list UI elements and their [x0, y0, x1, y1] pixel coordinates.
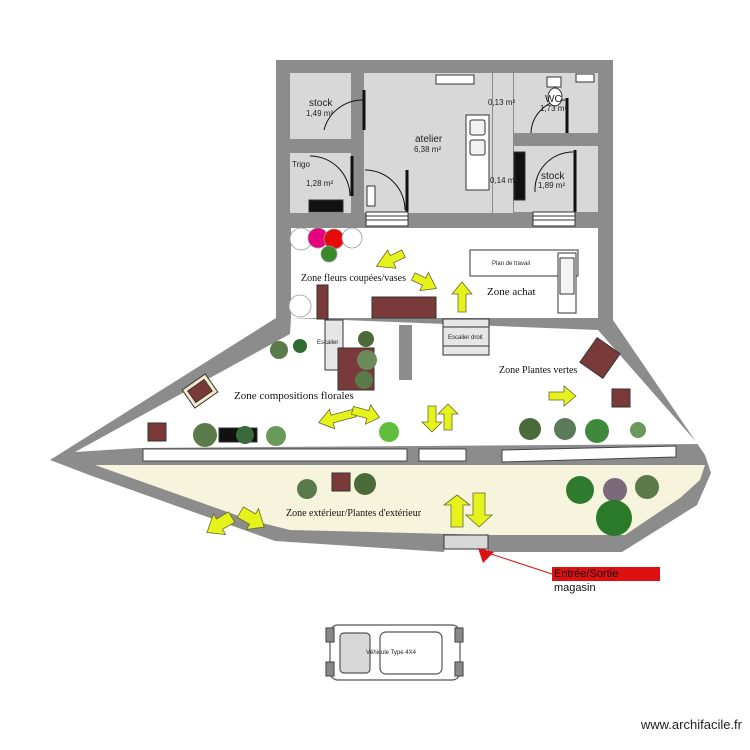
doors	[309, 90, 577, 212]
room-atelier-name: atelier	[415, 134, 443, 145]
room-atelier-area: 6,38 m²	[414, 145, 441, 154]
entry-marker	[478, 548, 556, 576]
zone-achat-label: Zone achat	[487, 286, 536, 298]
room-stock2-area: 1,89 m²	[538, 181, 565, 190]
plan-travail-label: Plan de travail	[492, 261, 530, 267]
zone-exterieur-label: Zone extérieur/Plantes d'extérieur	[286, 508, 422, 519]
vehicle-label: Véhicule Type 4X4	[366, 650, 417, 656]
escalier-droit-label: Escalier droit	[448, 335, 483, 341]
room-stock1-name: stock	[309, 98, 333, 109]
flow-arrows	[206, 249, 577, 536]
room-trigo-area: 1,28 m²	[306, 179, 333, 188]
atelier-fixtures	[308, 73, 595, 213]
room-labels: stock 1,49 m² Trigo 1,28 m² atelier 6,38…	[292, 94, 567, 190]
room-stock2-name: stock	[541, 171, 565, 182]
zone-compositions-label: Zone compositions florales	[234, 390, 354, 402]
room-wc-name: WC	[545, 94, 562, 105]
plants	[193, 331, 659, 536]
flower-pots	[288, 227, 363, 318]
zone-plantes-vertes-label: Zone Plantes vertes	[499, 365, 577, 376]
vehicle-4x4	[325, 624, 464, 681]
entry-label: Entrée/Sortie magasin	[552, 567, 660, 594]
display-counters	[142, 445, 677, 463]
room-closet-area: 0,14 m²	[490, 176, 517, 185]
stairs	[324, 211, 576, 371]
watermark: www.archifacile.fr	[640, 717, 742, 732]
room-corridor-area: 0,13 m²	[488, 98, 515, 107]
zone-labels: Zone fleurs coupées/vases Zone achat Pla…	[234, 261, 577, 656]
room-wc-area: 1,73 m²	[540, 104, 567, 113]
room-stock1-area: 1,49 m²	[306, 109, 333, 118]
room-trigo-name: Trigo	[292, 160, 310, 169]
escalier-label: Escalier	[317, 340, 338, 346]
zone-fleurs-label: Zone fleurs coupées/vases	[301, 273, 406, 284]
